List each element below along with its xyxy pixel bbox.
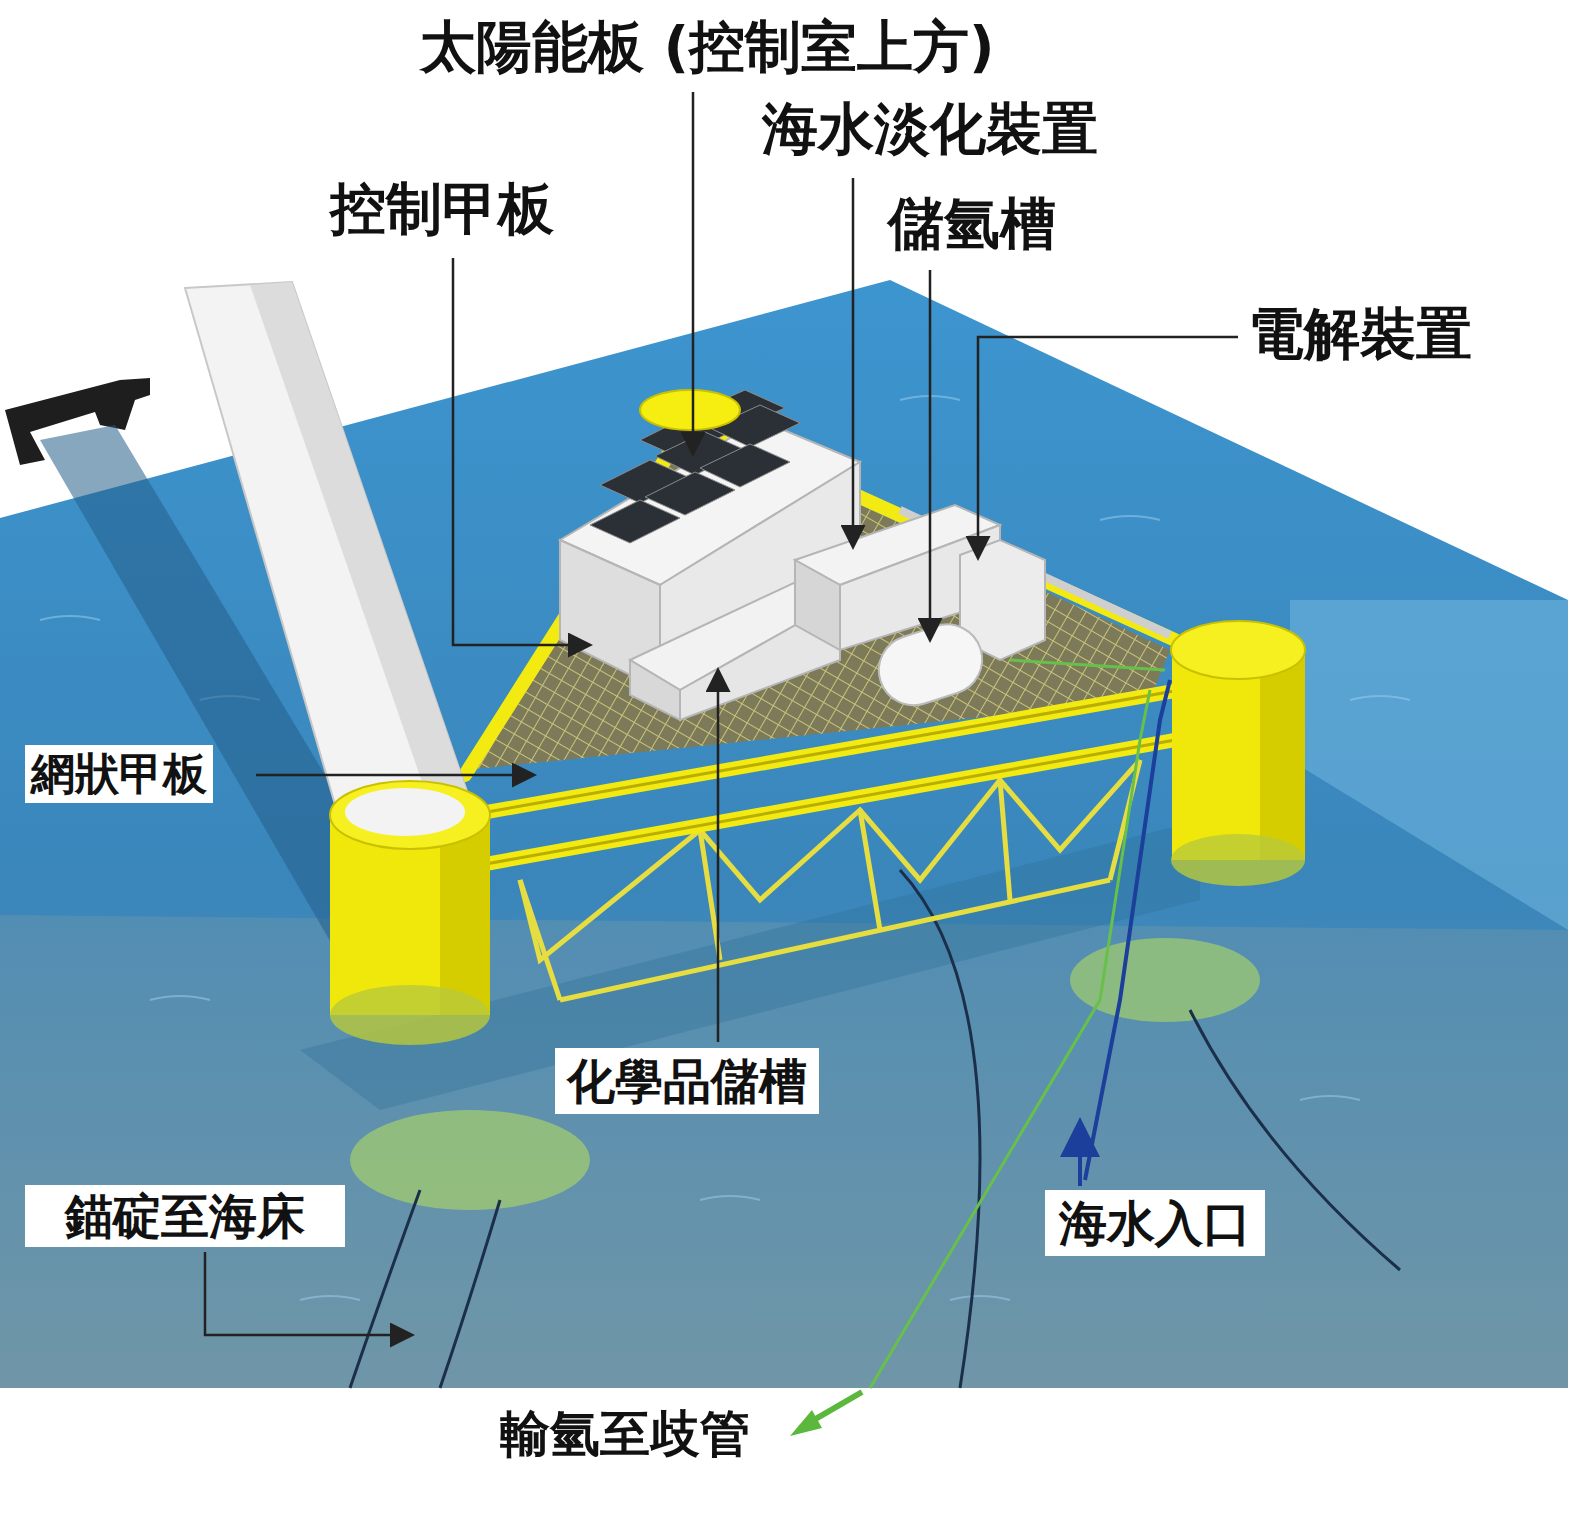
pontoon-base [1070, 938, 1260, 1022]
box-text: 錨碇至海床 [65, 1191, 305, 1241]
part-label: 輸氫至歧管 [500, 1408, 750, 1461]
box-text: 海水入口 [1059, 1198, 1251, 1248]
float-column [330, 781, 490, 1045]
label-box: 海水入口 [1045, 1190, 1265, 1256]
part-label: 儲氫槽 [888, 195, 1056, 254]
wind-tower [185, 282, 470, 815]
part-label: 電解裝置 [1248, 305, 1472, 364]
part-label: 控制甲板 [330, 180, 554, 239]
box-text: 化學品儲槽 [567, 1056, 807, 1106]
sea [0, 280, 1568, 1388]
part-label: 太陽能板 (控制室上方) [420, 18, 995, 77]
sea-light [1290, 600, 1568, 930]
float-column [1171, 621, 1305, 886]
box-text: 網狀甲板 [31, 751, 207, 797]
label-box: 錨碇至海床 [25, 1185, 345, 1247]
pontoon-base [350, 1110, 590, 1210]
label-box: 網狀甲板 [25, 745, 213, 803]
label-box: 化學品儲槽 [555, 1048, 819, 1114]
part-label: 海水淡化裝置 [762, 100, 1098, 159]
